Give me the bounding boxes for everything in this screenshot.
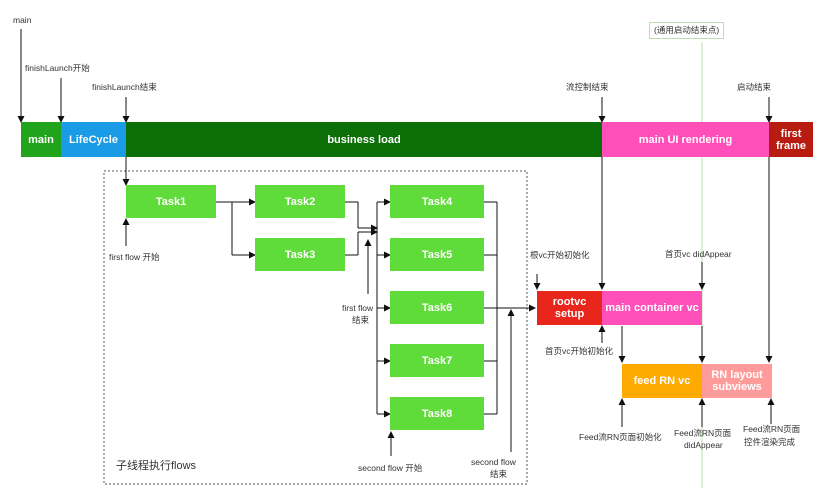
first-flow-end-label-line2: 结束 [352,315,370,325]
feed-rn-did-appear-label-line1: Feed流RN页面 [674,428,732,438]
task8-box: Task8 [390,397,484,430]
task7-box: Task7 [390,344,484,377]
task2-box: Task2 [255,185,345,218]
feed-rn-vc-box: feed RN vc [622,364,702,398]
timeline-lifecycle: LifeCycle [61,122,126,157]
main-marker-label: main [13,15,32,25]
timeline-main-ui-rendering: main UI rendering [602,122,769,157]
feed-rn-init-label: Feed流RN页面初始化 [579,432,662,442]
second-flow-start-label: second flow 开始 [358,463,423,473]
timeline-main: main [21,122,61,157]
home-vc-did-appear-label: 首页vc didAppear [665,249,732,259]
flow-control-end-label: 流控制结束 [566,82,609,92]
task5-box: Task5 [390,238,484,271]
second-flow-end-label-line1: second flow [471,457,516,467]
rn-layout-line1: RN layout [711,369,763,381]
task6-box: Task6 [390,291,484,324]
feed-rn-render-label-line1: Feed流RN页面 [743,424,801,434]
feed-rn-render-label-line2: 控件渲染完成 [744,437,796,447]
rn-layout-subviews-box: RN layout subviews [702,364,772,398]
task1-box: Task1 [126,185,216,218]
finish-launch-start-label: finishLaunch开始 [25,63,90,73]
second-flow-end-label-line2: 结束 [490,469,508,479]
first-flow-end-label-line1: first flow [342,303,374,313]
feed-rn-did-appear-label-line2: didAppear [684,440,723,450]
task3-box: Task3 [255,238,345,271]
finish-launch-end-label: finishLaunch结束 [92,82,157,92]
timeline-business-load: business load [126,122,602,157]
root-vc-init-label: 根vc开始初始化 [530,250,590,260]
subthread-title: 子线程执行flows [116,460,197,472]
rootvc-setup-box: rootvc setup [537,291,602,325]
main-container-vc-box: main container vc [602,291,702,325]
general-launch-end-label: (通用启动结束点) [649,22,725,39]
rn-layout-line2: subviews [712,381,762,393]
timeline-first-frame: first frame [769,122,813,157]
launch-end-label: 启动结束 [737,82,772,92]
home-vc-init-label: 首页vc开始初始化 [545,346,614,356]
first-flow-start-label: first flow 开始 [109,252,160,262]
task4-box: Task4 [390,185,484,218]
